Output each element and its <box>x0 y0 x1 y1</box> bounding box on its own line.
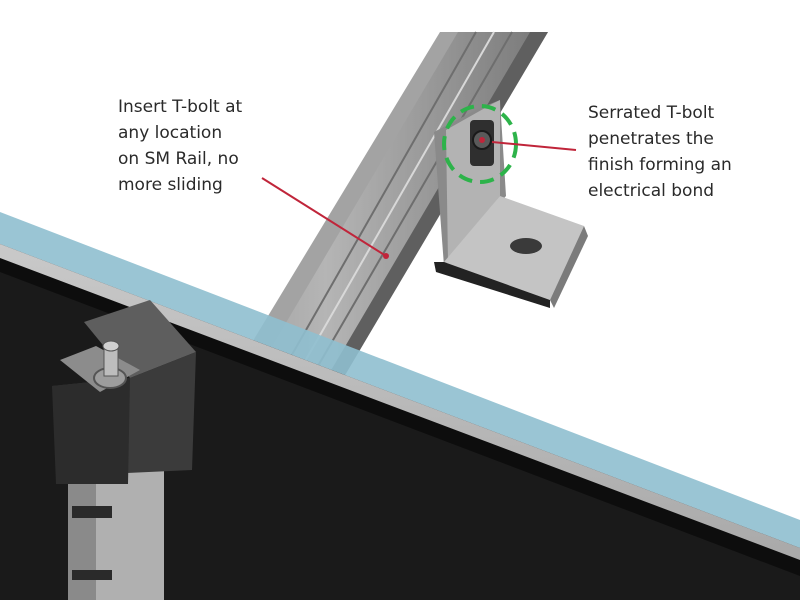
clamp-icon <box>52 300 196 484</box>
leader-line-left <box>261 177 387 257</box>
t-bolt-icon <box>470 120 494 166</box>
leader-line-right <box>491 141 577 151</box>
callout-line: penetrates the <box>588 129 714 149</box>
l-foot-bracket <box>434 100 588 308</box>
callout-line: on SM Rail, no <box>118 149 239 169</box>
callout-line: finish forming an <box>588 155 732 175</box>
callout-line: Insert T-bolt at <box>118 97 243 117</box>
callout-line: Serrated T-bolt <box>588 103 715 123</box>
callout-insert-t-bolt: Insert T-bolt at any location on SM Rail… <box>118 94 242 198</box>
callout-line: more sliding <box>118 175 223 195</box>
bracket-slot <box>510 238 542 254</box>
callout-line: any location <box>118 123 223 143</box>
module-frame <box>0 244 800 600</box>
callout-line: electrical bond <box>588 181 715 201</box>
callout-serrated-t-bolt: Serrated T-bolt penetrates the finish fo… <box>588 100 732 204</box>
solar-panel-glass <box>0 212 800 548</box>
